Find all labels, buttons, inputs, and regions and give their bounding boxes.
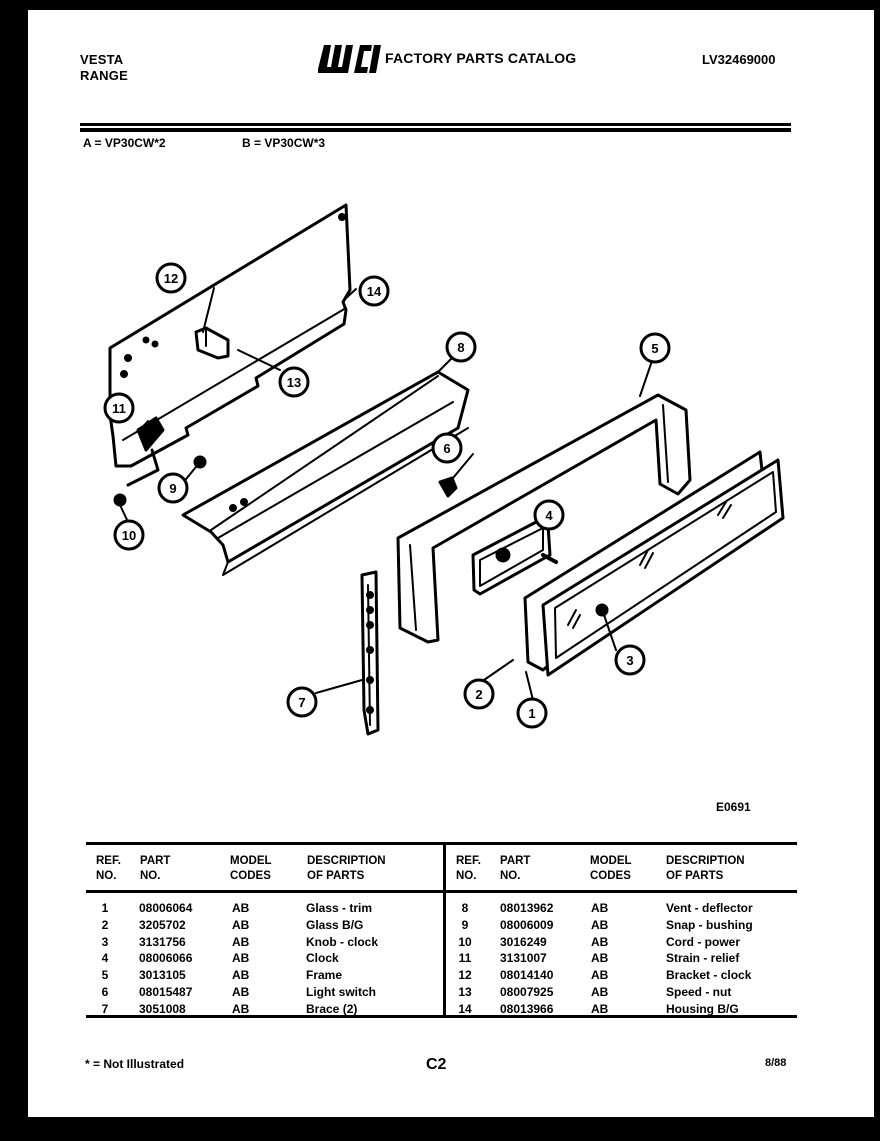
catalog-title: FACTORY PARTS CATALOG: [385, 50, 577, 66]
model-code-b: B = VP30CW*3: [242, 136, 326, 150]
revision-date: 8/88: [765, 1057, 787, 1069]
part-4-clock: [471, 518, 558, 596]
part-8-vent: [181, 370, 470, 576]
callout-2: 2: [463, 678, 495, 710]
header-rule: [80, 123, 791, 126]
page-number: C2: [426, 1056, 447, 1073]
not-illustrated-note: * = Not Illustrated: [85, 1057, 185, 1071]
part-10-cord: [113, 493, 127, 507]
brand-line-1: VESTA: [80, 52, 124, 67]
table-center-divider: [443, 842, 446, 1018]
wci-logo: [317, 43, 382, 82]
exploded-parts-diagram: 1 2 3 4 5 6 7 8 9 10 11 12 13 14: [103, 203, 785, 736]
svg-text:8: 8: [457, 340, 464, 355]
svg-text:13: 13: [287, 375, 301, 390]
callout-3: 3: [614, 644, 646, 676]
callout-9: 9: [157, 472, 189, 504]
brand-line-2: RANGE: [80, 68, 128, 83]
model-code-a: A = VP30CW*2: [83, 136, 166, 150]
brand-label: VESTA RANGE: [80, 52, 128, 84]
svg-text:11: 11: [112, 401, 126, 416]
header-ref-no: REF.NO.: [96, 855, 121, 882]
svg-text:1: 1: [528, 706, 535, 721]
callout-11: 11: [103, 392, 135, 424]
svg-text:5: 5: [651, 341, 658, 356]
svg-text:3: 3: [626, 653, 633, 668]
part-5-frame: [396, 393, 692, 644]
part-6-switch: [438, 476, 458, 498]
table-bottom-rule: [86, 1015, 797, 1018]
svg-text:12: 12: [164, 271, 178, 286]
callout-13: 13: [278, 366, 310, 398]
svg-text:2: 2: [475, 687, 482, 702]
svg-text:14: 14: [367, 284, 382, 299]
header-ref-no: REF.NO.: [456, 855, 481, 882]
callout-6: 6: [431, 432, 463, 464]
callout-1: 1: [516, 697, 548, 729]
callouts: 1 2 3 4 5 6 7 8 9 10 11 12 13 14: [103, 262, 671, 729]
callout-8: 8: [445, 331, 477, 363]
callout-10: 10: [113, 519, 145, 551]
wci-logo-icon: [317, 45, 381, 73]
table-top-rule: [86, 842, 797, 845]
callout-5: 5: [639, 332, 671, 364]
callout-4: 4: [533, 499, 565, 531]
part-14-housing: [108, 203, 352, 468]
svg-text:10: 10: [122, 528, 136, 543]
part-1-glass-trim: [541, 458, 785, 677]
catalog-page: VESTA RANGE FACTORY PARTS CATALOG LV3246…: [28, 10, 874, 1117]
table-header-rule: [86, 890, 797, 893]
svg-text:4: 4: [545, 508, 553, 523]
header-rule-thick: [80, 128, 791, 132]
svg-text:7: 7: [298, 695, 305, 710]
callout-12: 12: [155, 262, 187, 294]
part-7-brace: [360, 570, 380, 736]
svg-text:6: 6: [443, 441, 450, 456]
part-12-bracket: [194, 326, 230, 360]
part-3-knob: [595, 603, 609, 617]
callout-7: 7: [286, 686, 318, 718]
svg-text:9: 9: [169, 481, 176, 496]
diagram-code: E0691: [716, 800, 751, 814]
callout-14: 14: [358, 275, 390, 307]
catalog-id: LV32469000: [702, 52, 776, 67]
